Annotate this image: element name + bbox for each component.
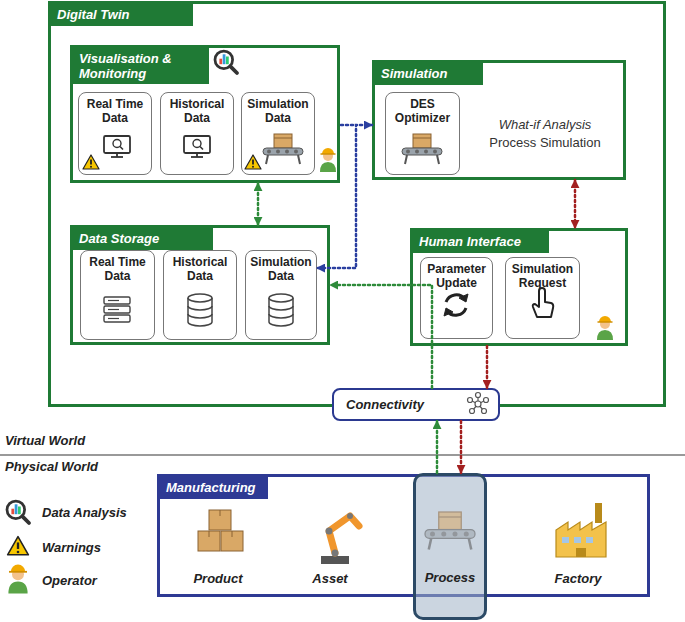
legend-operator-icon bbox=[8, 565, 27, 594]
body-text: Process Simulation bbox=[480, 135, 610, 150]
process-box: Process bbox=[413, 473, 487, 620]
box-label: Simulation Data bbox=[242, 97, 314, 125]
factory-icon bbox=[574, 537, 581, 543]
world-label: Physical World bbox=[5, 459, 125, 474]
digital-twin-frame: Digital TwinVisualisation & MonitoringRe… bbox=[48, 1, 666, 407]
robot-arm-icon bbox=[321, 513, 359, 564]
box-label: Real Time Data bbox=[81, 255, 154, 283]
world-divider bbox=[0, 455, 685, 456]
robot-arm-icon bbox=[347, 513, 353, 519]
factory-icon bbox=[595, 503, 602, 523]
product-icon bbox=[198, 510, 243, 551]
panel-heading: Simulation bbox=[375, 63, 483, 85]
legend-entry: Operator bbox=[42, 573, 97, 588]
module-panel: SimulationWhat-if AnalysisProcess Simula… bbox=[372, 60, 626, 180]
world-divider bbox=[0, 454, 685, 456]
dotted-connector bbox=[257, 183, 260, 225]
legend-text: Data Analysis bbox=[42, 505, 127, 520]
factory-icon bbox=[562, 537, 569, 543]
body-text: What-if Analysis bbox=[480, 117, 610, 132]
legend-warning-icon bbox=[8, 537, 29, 555]
legend-warning-icon bbox=[8, 537, 29, 555]
product-icon bbox=[209, 531, 210, 537]
box-label: Process bbox=[416, 570, 484, 585]
item-label: Asset bbox=[295, 571, 365, 586]
data-box: Real Time Data bbox=[78, 92, 152, 175]
box-label: Historical Data bbox=[164, 255, 236, 283]
dotted-connector bbox=[436, 421, 439, 473]
item-label: Product bbox=[178, 571, 258, 586]
box-label: Real Time Data bbox=[79, 97, 151, 125]
data-box: Historical Data bbox=[163, 250, 237, 340]
factory-icon bbox=[556, 522, 606, 557]
legend-analysis-icon bbox=[7, 501, 29, 523]
legend-text: Warnings bbox=[42, 540, 101, 555]
robot-arm-icon bbox=[332, 550, 339, 557]
panel-heading: Digital Twin bbox=[51, 4, 193, 26]
product-icon bbox=[220, 510, 221, 516]
robot-arm-icon bbox=[329, 516, 359, 553]
module-panel: Visualisation & MonitoringReal Time Data… bbox=[70, 45, 340, 183]
data-box: Historical Data bbox=[160, 92, 234, 175]
sim-link-stub bbox=[341, 124, 356, 127]
data-box: Simulation Data bbox=[245, 250, 317, 340]
legend-analysis-icon bbox=[7, 501, 29, 523]
factory-icon bbox=[556, 503, 606, 557]
box-label: Parameter Update bbox=[421, 262, 492, 290]
box-label: Simulation Data bbox=[246, 255, 316, 283]
dotted-connector bbox=[486, 346, 489, 388]
optimizer-box: DES Optimizer bbox=[385, 92, 460, 175]
legend-entry: Data Analysis bbox=[42, 505, 127, 520]
product-icon bbox=[232, 531, 233, 537]
world-label: Virtual World bbox=[5, 433, 125, 448]
action-box: Parameter Update bbox=[420, 257, 493, 339]
action-box: Simulation Request bbox=[505, 257, 580, 339]
product-icon bbox=[221, 531, 243, 551]
robot-arm-icon bbox=[326, 528, 333, 535]
module-panel: Human InterfaceParameter Update Simulatio… bbox=[410, 228, 628, 346]
panel-heading: Manufacturing bbox=[160, 477, 268, 499]
legend-entry: Warnings bbox=[42, 540, 101, 555]
legend-operator-icon bbox=[8, 565, 27, 594]
sim-link-stub bbox=[341, 125, 356, 126]
factory-icon bbox=[586, 537, 593, 543]
box-label: Simulation Request bbox=[506, 262, 579, 290]
data-box: Real Time Data bbox=[80, 250, 155, 340]
product-icon bbox=[198, 531, 220, 551]
connectivity-box: Connectivity bbox=[332, 388, 500, 421]
box-label: Historical Data bbox=[161, 97, 233, 125]
factory-icon bbox=[576, 548, 586, 557]
panel-heading: Visualisation & Monitoring bbox=[73, 48, 209, 84]
box-label: DES Optimizer bbox=[386, 97, 459, 125]
item-label: Factory bbox=[543, 571, 613, 586]
module-panel: Data StorageReal Time Data Historical Dat… bbox=[70, 225, 330, 345]
dotted-connector bbox=[574, 180, 577, 228]
legend-text: Operator bbox=[42, 573, 97, 588]
box-label: Connectivity bbox=[346, 397, 424, 412]
product-icon bbox=[209, 510, 231, 530]
robot-arm-icon bbox=[321, 556, 349, 564]
data-box: Simulation Data bbox=[241, 92, 315, 175]
panel-heading: Data Storage bbox=[73, 228, 213, 250]
panel-heading: Human Interface bbox=[413, 231, 549, 253]
dotted-connector bbox=[460, 421, 463, 473]
